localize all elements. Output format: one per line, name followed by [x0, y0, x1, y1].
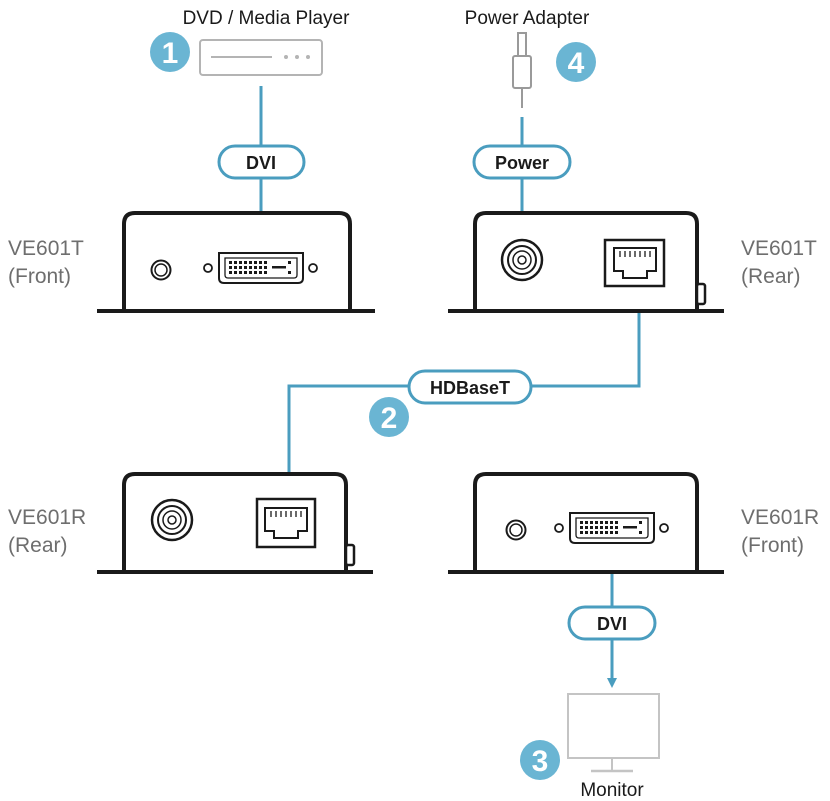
led-jack-icon	[150, 259, 172, 281]
ve601t-front-model-label: VE601T	[8, 237, 84, 260]
dvi-port-icon	[554, 512, 669, 544]
ve601t-rear-unit	[448, 211, 724, 313]
ve601r-front-unit	[448, 472, 724, 574]
monitor-icon	[567, 693, 660, 773]
monitor-label: Monitor	[580, 780, 644, 801]
hdbaset-cable-label: HDBaseT	[407, 369, 533, 405]
ve601r-rear-side-label: (Rear)	[8, 534, 68, 557]
step-badge-1: 1	[150, 32, 190, 72]
power-jack-icon	[150, 498, 194, 542]
led-jack-icon	[505, 519, 527, 541]
svg-text:1: 1	[162, 37, 179, 70]
ve601r-front-side-label: (Front)	[741, 534, 804, 557]
media-player-icon	[199, 39, 323, 76]
ve601r-rear-unit	[97, 472, 373, 574]
svg-text:HDBaseT: HDBaseT	[430, 378, 510, 398]
source-label: DVD / Media Player	[183, 8, 351, 29]
dvi-input-cable-label: DVI	[217, 144, 306, 180]
rj45-port-icon	[255, 497, 317, 549]
ve601r-rear-model-label: VE601R	[8, 506, 86, 529]
svg-text:3: 3	[532, 745, 549, 778]
power-plug-icon	[512, 32, 532, 108]
svg-text:2: 2	[381, 402, 398, 435]
power-cable-label: Power	[472, 144, 572, 180]
svg-text:DVI: DVI	[246, 153, 276, 173]
ve601t-rear-model-label: VE601T	[741, 237, 817, 260]
power-jack-icon	[500, 238, 544, 282]
svg-text:Power: Power	[495, 153, 549, 173]
ve601t-front-side-label: (Front)	[8, 265, 71, 288]
svg-text:4: 4	[568, 47, 585, 80]
svg-text:DVI: DVI	[597, 614, 627, 634]
ve601r-front-model-label: VE601R	[741, 506, 819, 529]
ve601t-rear-side-label: (Rear)	[741, 265, 801, 288]
step-badge-4: 4	[556, 42, 596, 82]
rj45-port-icon	[603, 238, 666, 288]
step-badge-2: 2	[369, 397, 409, 437]
power-adapter-label: Power Adapter	[465, 8, 590, 29]
dvi-output-cable-label: DVI	[567, 605, 657, 641]
dvi-port-icon	[203, 252, 318, 284]
step-badge-3: 3	[520, 740, 560, 780]
ve601t-front-unit	[97, 211, 375, 313]
